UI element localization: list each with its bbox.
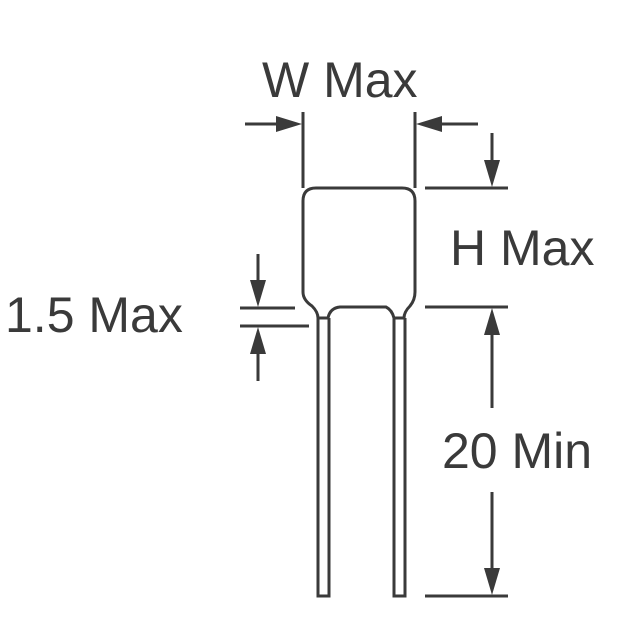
height-label: H Max — [450, 220, 595, 276]
arrow-down-icon — [250, 280, 266, 307]
arrow-down-icon — [484, 568, 500, 595]
width-label: W Max — [262, 52, 418, 108]
arrow-down-icon — [484, 160, 500, 187]
left-lead — [316, 318, 331, 598]
arrow-right-icon — [276, 116, 302, 132]
capacitor-body — [301, 186, 417, 320]
lead-gap-label: 1.5 Max — [5, 287, 183, 343]
arrow-up-icon — [250, 327, 266, 354]
arrow-left-icon — [416, 116, 442, 132]
arrow-up-icon — [484, 308, 500, 335]
right-lead — [392, 318, 407, 598]
lead-length-label: 20 Min — [442, 423, 593, 479]
